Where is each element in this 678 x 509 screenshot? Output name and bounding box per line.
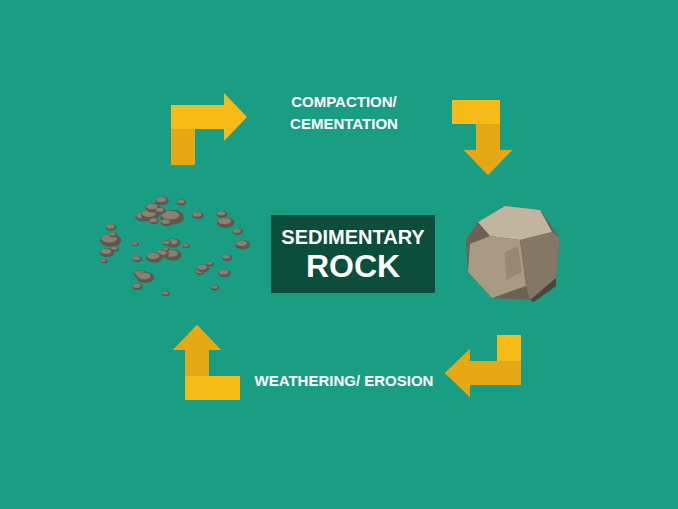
pebble <box>197 264 210 272</box>
pebble <box>162 291 170 296</box>
pebble <box>222 255 232 261</box>
pebble <box>177 199 186 205</box>
process-label: WEATHERING/ EROSION <box>244 370 444 392</box>
pebble <box>217 217 234 228</box>
pebble <box>132 256 142 262</box>
pebble <box>155 197 169 205</box>
pebble <box>217 211 228 218</box>
pebble <box>192 212 204 219</box>
pebble <box>137 272 154 283</box>
pebble <box>218 269 230 277</box>
cycle-arrow <box>171 93 247 165</box>
box-text: SEDIMENTARY <box>271 225 435 249</box>
pebble <box>207 262 214 267</box>
pebble <box>100 248 114 257</box>
pebble <box>106 224 117 231</box>
box-text: ROCK <box>271 249 435 283</box>
rock-illustration <box>466 206 560 302</box>
pebble <box>146 252 163 262</box>
pebble <box>109 232 117 237</box>
pebble <box>101 259 108 263</box>
cycle-arrow <box>173 325 240 400</box>
pebble <box>155 207 166 214</box>
process-label: COMPACTION/ CEMENTATION <box>244 91 444 135</box>
pebble <box>132 283 143 290</box>
title-box: SEDIMENTARYROCK <box>271 215 435 293</box>
pebble <box>233 229 243 235</box>
pebble <box>235 240 250 249</box>
pebble <box>163 240 172 245</box>
pebble <box>183 244 190 248</box>
pebble <box>149 218 159 224</box>
cycle-arrow <box>452 100 512 175</box>
sediment-pebbles <box>100 197 250 296</box>
pebble <box>132 242 139 246</box>
pebble <box>161 219 172 226</box>
cycle-arrow <box>445 335 521 397</box>
pebble <box>211 285 220 290</box>
